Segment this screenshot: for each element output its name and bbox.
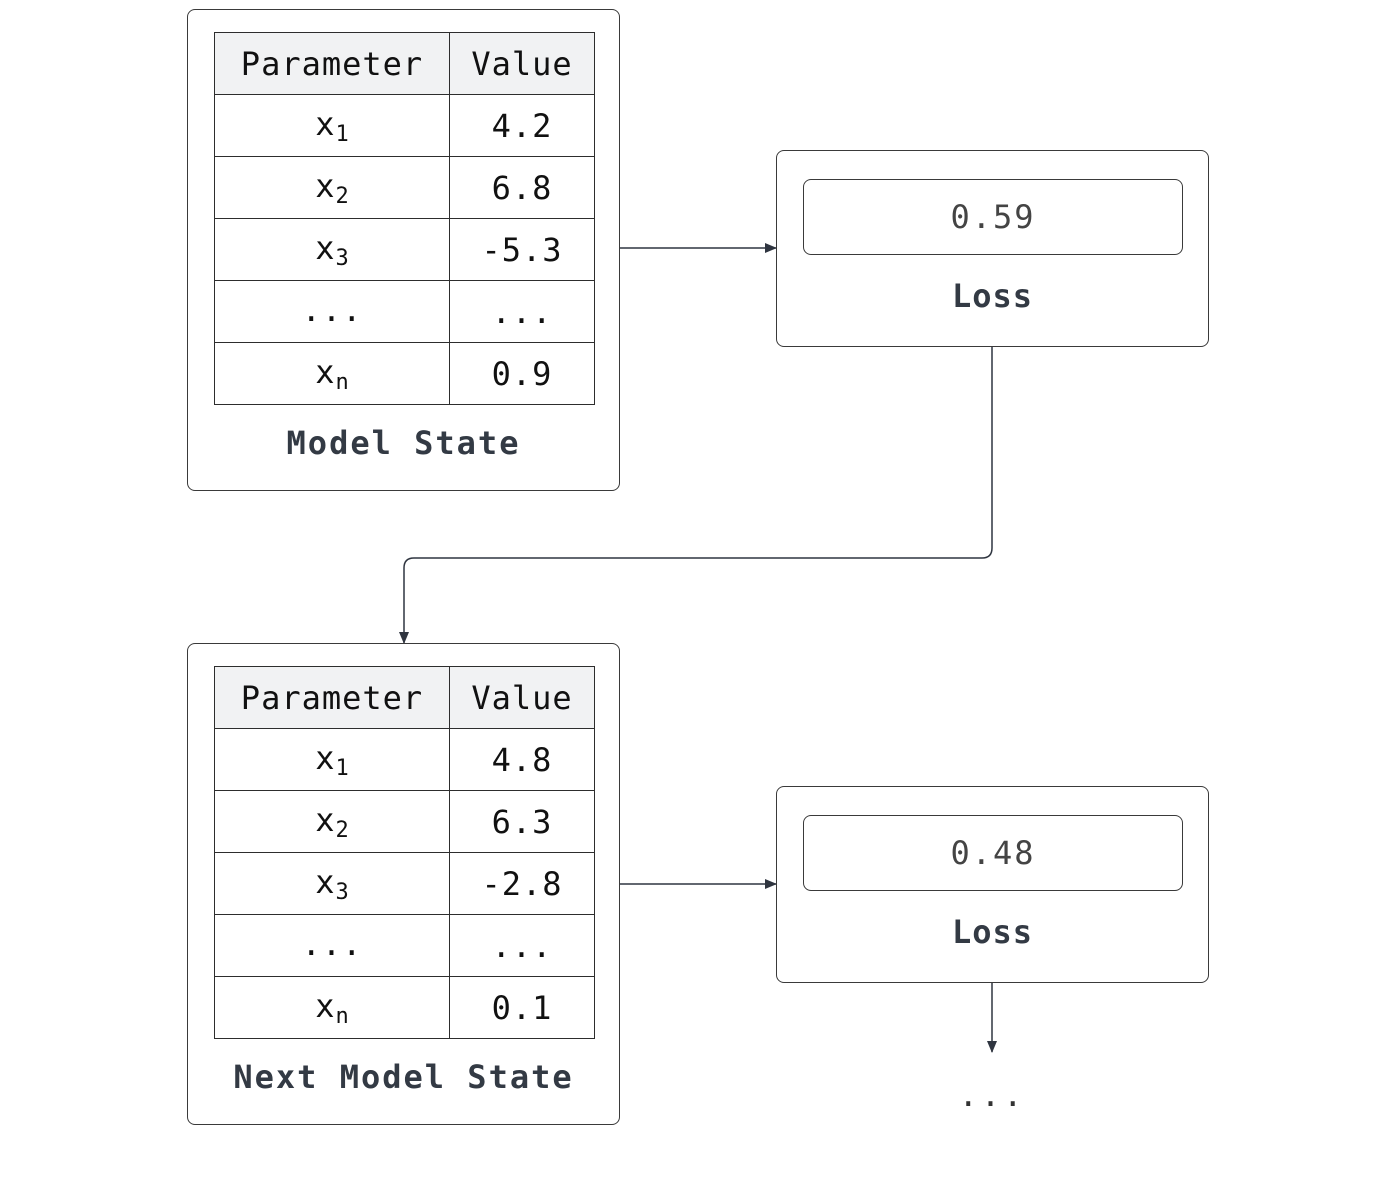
param-cell: x2: [214, 156, 450, 219]
value-cell: 4.8: [449, 728, 595, 791]
header-parameter: Parameter: [214, 666, 450, 729]
value-cell: 4.2: [449, 94, 595, 157]
parameter-table: Parameter Value x1 4.8 x2 6.3 x3 -2.8 ..…: [214, 666, 595, 1039]
value-cell: 0.9: [449, 342, 595, 405]
model-state-box: Parameter Value x1 4.2 x2 6.8 x3 -5.3 ..…: [187, 9, 620, 491]
header-value: Value: [449, 32, 595, 95]
table-row: x2 6.3: [214, 790, 595, 853]
param-cell: x3: [214, 218, 450, 281]
loss-value: 0.59: [803, 179, 1183, 255]
value-cell: 0.1: [449, 976, 595, 1039]
header-parameter: Parameter: [214, 32, 450, 95]
model-state-caption: Model State: [286, 424, 521, 462]
table-row: x2 6.8: [214, 156, 595, 219]
value-cell: ...: [449, 914, 595, 977]
table-row: ... ...: [214, 280, 595, 343]
loss-label: Loss: [951, 913, 1034, 951]
table-header-row: Parameter Value: [214, 666, 595, 729]
value-cell: ...: [449, 280, 595, 343]
param-cell: xn: [214, 342, 450, 405]
loss-box: 0.48 Loss: [776, 786, 1209, 983]
value-cell: 6.3: [449, 790, 595, 853]
param-cell: x1: [214, 94, 450, 157]
table-row: x3 -2.8: [214, 852, 595, 915]
table-row: x3 -5.3: [214, 218, 595, 281]
table-row: x1 4.8: [214, 728, 595, 791]
table-row: x1 4.2: [214, 94, 595, 157]
param-cell: x1: [214, 728, 450, 791]
next-model-state-caption: Next Model State: [233, 1058, 574, 1096]
param-cell: x2: [214, 790, 450, 853]
table-row: xn 0.1: [214, 976, 595, 1039]
loss-box: 0.59 Loss: [776, 150, 1209, 347]
value-cell: -2.8: [449, 852, 595, 915]
value-cell: -5.3: [449, 218, 595, 281]
loss-label: Loss: [951, 277, 1034, 315]
table-row: ... ...: [214, 914, 595, 977]
header-value: Value: [449, 666, 595, 729]
param-cell: xn: [214, 976, 450, 1039]
next-model-state-box: Parameter Value x1 4.8 x2 6.3 x3 -2.8 ..…: [187, 643, 620, 1125]
loss-value: 0.48: [803, 815, 1183, 891]
continuation-ellipsis: ...: [958, 1076, 1026, 1114]
param-cell: ...: [214, 914, 450, 977]
parameter-table: Parameter Value x1 4.2 x2 6.8 x3 -5.3 ..…: [214, 32, 595, 405]
param-cell: x3: [214, 852, 450, 915]
value-cell: 6.8: [449, 156, 595, 219]
table-header-row: Parameter Value: [214, 32, 595, 95]
param-cell: ...: [214, 280, 450, 343]
table-row: xn 0.9: [214, 342, 595, 405]
